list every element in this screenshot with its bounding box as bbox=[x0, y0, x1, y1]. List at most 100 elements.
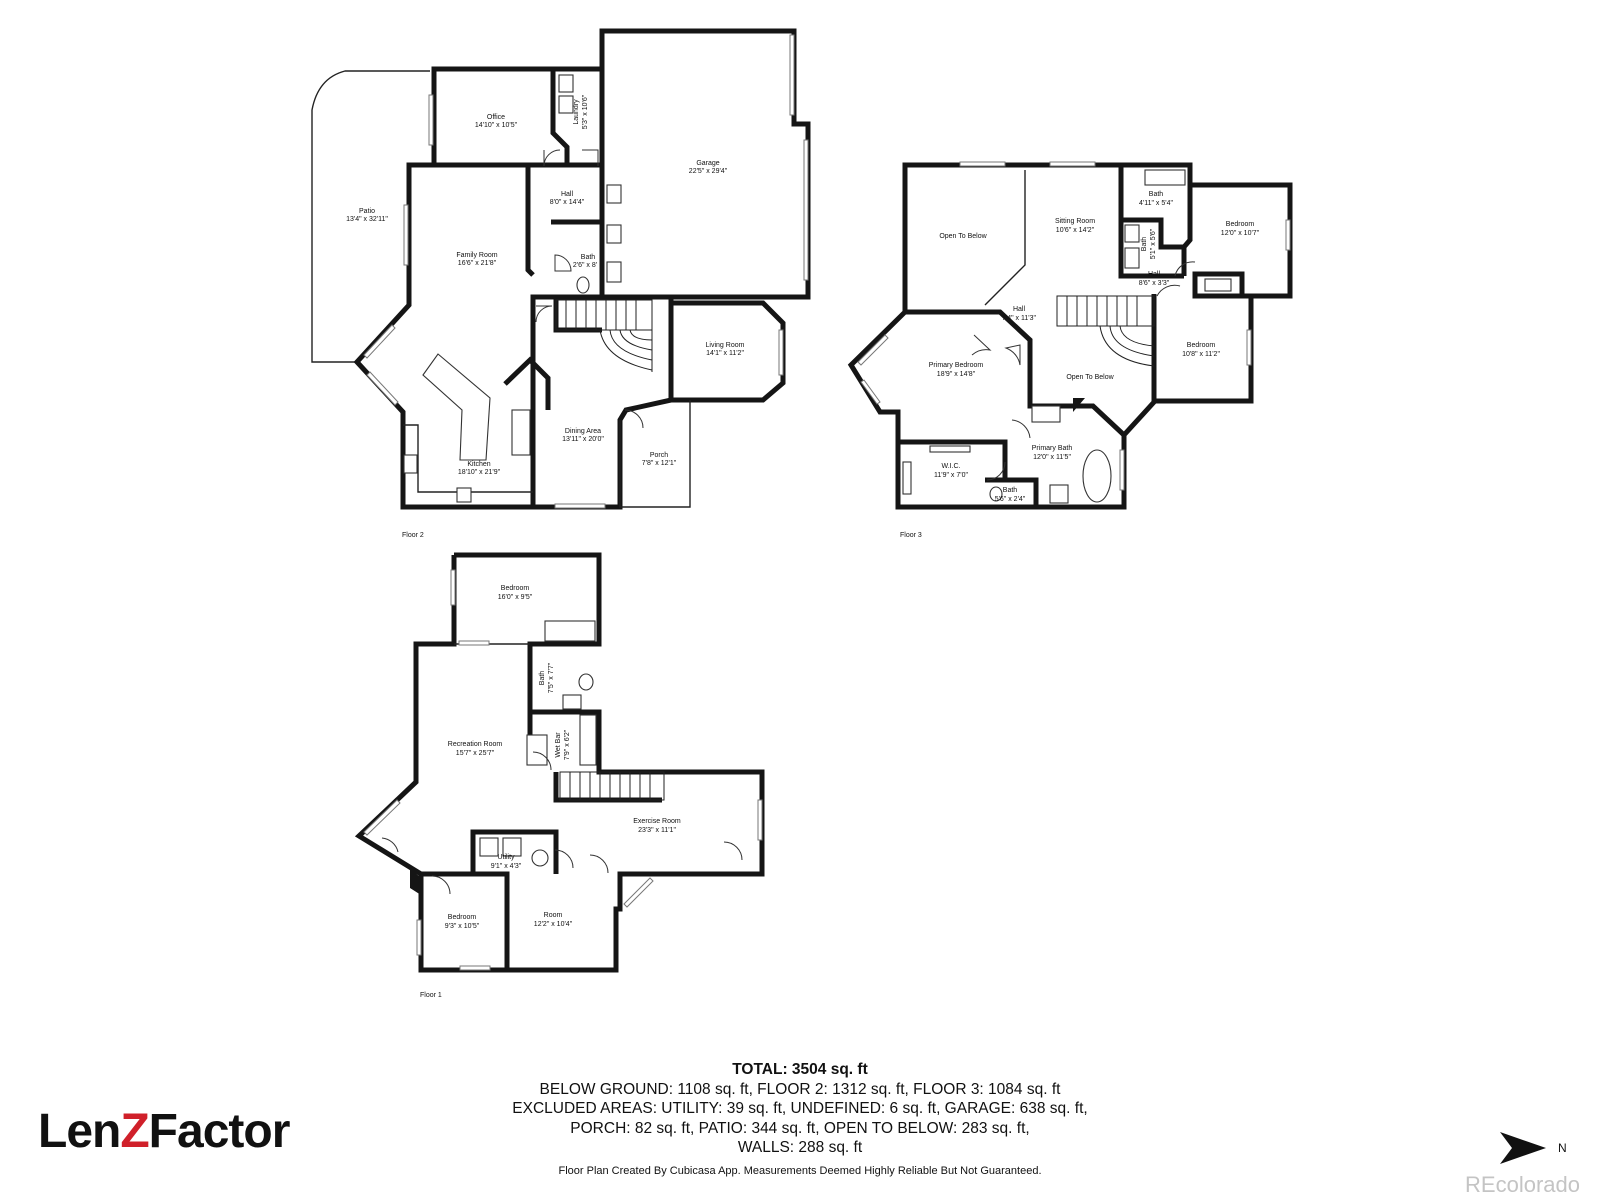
room-name-bath: Bath bbox=[1141, 237, 1148, 252]
room-name-garage: Garage bbox=[696, 160, 719, 167]
window bbox=[860, 379, 881, 405]
window bbox=[403, 204, 409, 266]
room-dim-sitting-room: 10'6" x 14'2" bbox=[1056, 227, 1095, 234]
open-to-below-rail bbox=[984, 170, 1026, 306]
sink bbox=[562, 694, 582, 710]
room-name-office: Office bbox=[487, 114, 505, 121]
window bbox=[459, 965, 491, 971]
door-swing bbox=[589, 854, 609, 874]
chimney-block bbox=[1073, 398, 1085, 412]
room-name-room: Room bbox=[544, 912, 563, 919]
room-dim-bath: 7'5" x 7'7" bbox=[548, 662, 555, 693]
vanity bbox=[1031, 405, 1061, 423]
room-dim-bath: 5'6" x 2'4" bbox=[995, 496, 1026, 503]
room-name-living-room: Living Room bbox=[706, 342, 745, 349]
room-name-patio: Patio bbox=[359, 208, 375, 215]
door-swing bbox=[1004, 344, 1021, 366]
vanity bbox=[1124, 247, 1140, 269]
patio-outline bbox=[311, 70, 430, 363]
disclaimer: Floor Plan Created By Cubicasa App. Meas… bbox=[558, 1165, 1042, 1177]
kitchen-pantry-wall bbox=[503, 356, 551, 410]
floor-1-west-walls bbox=[354, 555, 457, 877]
floor-label-2: Floor 2 bbox=[402, 532, 424, 539]
vanity bbox=[1049, 484, 1069, 504]
room-dim-garage: 22'5" x 29'4" bbox=[689, 168, 728, 175]
room-name-primary-bath: Primary Bath bbox=[1032, 445, 1073, 452]
room-name-laundry: Laundry bbox=[573, 99, 580, 125]
room-dim-hall: 7'4" x 11'3" bbox=[1002, 315, 1036, 322]
kitchen-sink bbox=[403, 454, 418, 474]
kitchen-island bbox=[422, 353, 491, 461]
door-swing bbox=[971, 334, 992, 356]
utility-fixture bbox=[531, 849, 549, 867]
total-area: TOTAL: 3504 sq. ft bbox=[732, 1061, 868, 1078]
door-swing bbox=[535, 305, 553, 323]
bath-wall bbox=[1182, 185, 1193, 249]
wic-wall bbox=[898, 439, 1008, 480]
floor-2-stairs bbox=[555, 299, 653, 372]
window bbox=[1049, 161, 1096, 167]
door-swing bbox=[582, 149, 599, 166]
window bbox=[363, 799, 401, 836]
floor-1-stairs bbox=[559, 771, 665, 801]
furnace bbox=[502, 837, 522, 857]
logo-accent: Z bbox=[120, 1105, 149, 1158]
washer bbox=[558, 74, 574, 93]
room-dim-office: 14'10" x 10'5" bbox=[475, 122, 518, 129]
room-name-bedroom: Bedroom bbox=[1187, 342, 1216, 349]
room-dim-laundry: 5'3" x 10'6" bbox=[582, 94, 589, 129]
door-swing bbox=[554, 254, 572, 272]
hall-wall bbox=[525, 165, 535, 277]
window bbox=[458, 640, 490, 646]
room-dim-bedroom: 9'3" x 10'5" bbox=[445, 923, 480, 930]
room-name-open-to-below: Open To Below bbox=[1066, 374, 1114, 381]
area-breakdown-line: EXCLUDED AREAS: UTILITY: 39 sq. ft, UNDE… bbox=[512, 1100, 1088, 1117]
toilet bbox=[989, 486, 1003, 502]
window bbox=[363, 324, 396, 359]
stair-wall bbox=[553, 297, 602, 333]
room-name-primary-bedroom: Primary Bedroom bbox=[929, 362, 984, 369]
room-dim-family-room: 16'6" x 21'8" bbox=[458, 260, 497, 267]
room-dim-bedroom: 12'0" x 10'7" bbox=[1221, 230, 1260, 237]
door-swing bbox=[986, 461, 1006, 481]
bathtub bbox=[1144, 169, 1186, 186]
window bbox=[789, 34, 795, 116]
window bbox=[857, 334, 889, 366]
room-name-bedroom: Bedroom bbox=[501, 585, 530, 592]
room-dim-bedroom: 10'8" x 11'2" bbox=[1182, 351, 1220, 358]
recolorado-watermark: REcolorado bbox=[1465, 1172, 1580, 1197]
room-name-bedroom: Bedroom bbox=[1226, 221, 1255, 228]
room-name-bath: Bath bbox=[1003, 487, 1018, 494]
area-breakdown-line: PORCH: 82 sq. ft, PATIO: 344 sq. ft, OPE… bbox=[570, 1119, 1030, 1137]
bathtub-oval bbox=[1082, 449, 1112, 503]
window bbox=[554, 503, 606, 509]
area-totals: TOTAL: 3504 sq. ft BELOW GROUND: 1108 sq… bbox=[460, 1060, 1140, 1158]
water-heater bbox=[479, 837, 499, 857]
door-swing bbox=[381, 837, 399, 853]
dryer bbox=[558, 95, 574, 114]
room-dim-utility: 9'1" x 4'3" bbox=[491, 863, 522, 870]
vanity bbox=[1124, 224, 1140, 243]
bath-wall bbox=[1121, 217, 1187, 276]
door-swing bbox=[624, 409, 644, 429]
window bbox=[416, 919, 422, 956]
porch-outline bbox=[619, 400, 691, 508]
room-name-bath: Bath bbox=[539, 671, 546, 686]
window bbox=[959, 161, 1006, 167]
room-name-exercise-room: Exercise Room bbox=[633, 818, 681, 825]
window bbox=[623, 877, 654, 908]
room-dim-patio: 13'4" x 32'11" bbox=[346, 216, 388, 223]
lenzfactor-logo: LenZFactor bbox=[38, 1104, 291, 1159]
floor-2-walls bbox=[353, 162, 786, 510]
floor-1-walls bbox=[418, 552, 765, 973]
logo-part: Factor bbox=[148, 1105, 291, 1158]
cooktop bbox=[456, 487, 472, 503]
window bbox=[428, 94, 434, 146]
closet-shelf bbox=[1204, 278, 1232, 292]
primary-bedroom-wall bbox=[905, 309, 1126, 437]
door-swing bbox=[1174, 261, 1196, 277]
room-name-bath: Bath bbox=[581, 254, 596, 261]
closet-shelf bbox=[929, 445, 971, 453]
room-name-porch: Porch bbox=[650, 452, 668, 459]
north-label: N bbox=[1558, 1141, 1567, 1155]
